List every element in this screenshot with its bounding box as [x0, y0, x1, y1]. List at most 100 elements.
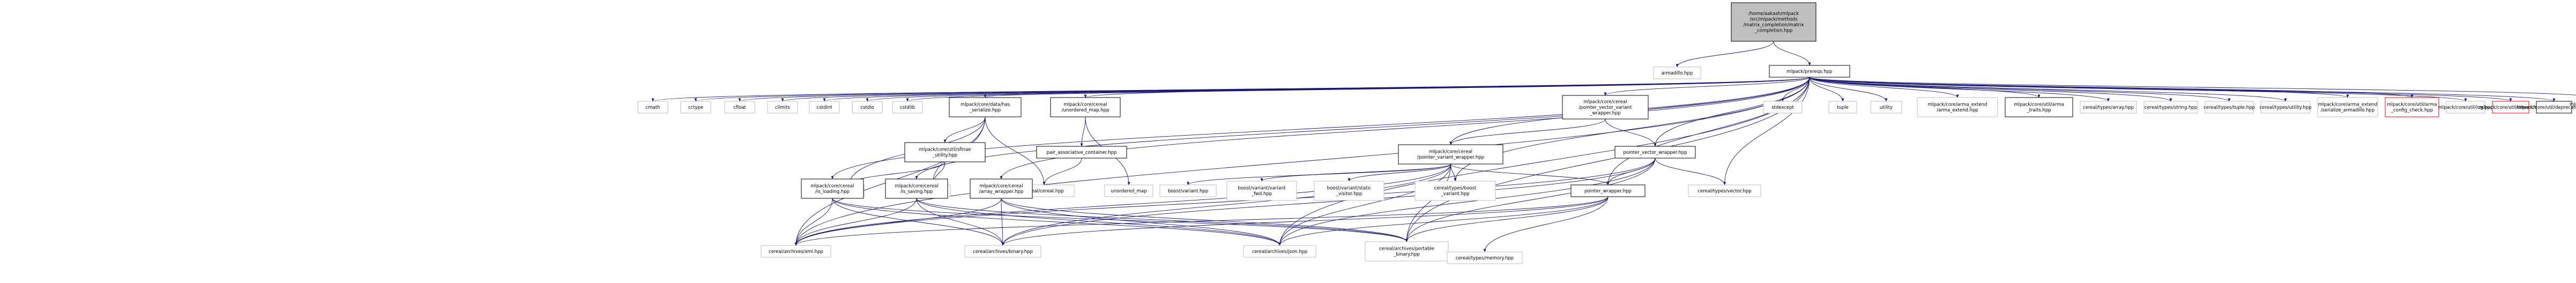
- node-ctboost[interactable]: cereal/types/boost_variant.hpp: [1414, 181, 1496, 201]
- node-ctvector[interactable]: cereal/types/vector.hpp: [1688, 184, 1761, 197]
- edge-prereqs-to-armacfg: [1809, 77, 2414, 98]
- node-armatraits[interactable]: mlpack/core/util/arma_traits.hpp: [2005, 97, 2073, 117]
- edge-prereqs-to-umap: [1084, 77, 1810, 98]
- node-label-line: /serialize_armadillo.hpp: [2321, 108, 2375, 113]
- node-cmath[interactable]: cmath: [637, 101, 668, 114]
- node-ajson[interactable]: cereal/archives/json.hpp: [1243, 245, 1316, 258]
- edge-prereqs-to-sizechecks: [1809, 77, 2576, 95]
- node-label-line: cereal/types/vector.hpp: [1698, 189, 1751, 194]
- node-pwrapper[interactable]: pointer_wrapper.hpp: [1570, 184, 1646, 197]
- node-box: [2536, 101, 2572, 114]
- node-ctmemory[interactable]: cereal/types/memory.hpp: [1447, 251, 1523, 264]
- node-box: [885, 178, 948, 199]
- node-label-line: mlpack/core/util/arma: [2387, 102, 2437, 108]
- node-label-line: cereal/archives/portable: [1379, 247, 1434, 252]
- node-label-line: cereal/archives/json.hpp: [1252, 249, 1308, 255]
- node-label-line: cstdio: [860, 105, 874, 110]
- edge-pvecwrap-to-aportable: [1405, 158, 1656, 242]
- node-box: [680, 101, 711, 114]
- node-bvarianthet[interactable]: boost/variant/variant_fwd.hpp: [1226, 181, 1297, 201]
- edge-umap-to-pairassoc: [1080, 116, 1086, 147]
- node-box: [2492, 101, 2529, 114]
- node-ctutility[interactable]: cereal/types/utility.hpp: [2260, 101, 2312, 114]
- node-armadillo[interactable]: armadillo.hpp: [1653, 66, 1701, 79]
- node-label-line: /arma_extend.hpp: [1937, 108, 1978, 113]
- node-box: [2005, 97, 2073, 117]
- edge-prereqs-to-armaext: [1809, 77, 1959, 98]
- node-box: [1414, 181, 1496, 201]
- node-cstdint[interactable]: cstdint: [809, 101, 840, 114]
- node-timers[interactable]: mlpack/core/util/timers.hpp: [2479, 101, 2542, 114]
- node-pvecwrap[interactable]: pointer_vector_wrapper.hpp: [1614, 146, 1696, 159]
- node-armacfg[interactable]: mlpack/core/util/arma_config_check.hpp: [2385, 97, 2439, 117]
- node-box: [1243, 245, 1316, 258]
- node-root[interactable]: /home/aakash/mlpack/src/mlpack/methods/m…: [1731, 2, 1816, 42]
- node-aportable[interactable]: cereal/archives/portable_binary.hpp: [1365, 241, 1449, 262]
- node-ctarray[interactable]: cereal/types/array.hpp: [2080, 101, 2137, 114]
- node-unorderedmap[interactable]: unordered_map: [1104, 184, 1153, 197]
- node-cttuple[interactable]: cereal/types/tuple.hpp: [2203, 101, 2255, 114]
- edge-pvarwrap-to-pwrapper: [1450, 163, 1610, 185]
- node-ctstring[interactable]: cereal/types/string.hpp: [2143, 101, 2198, 114]
- node-sizechecks[interactable]: mlpack/core/util/size_checks.hpp: [2570, 98, 2576, 117]
- node-abinary[interactable]: cereal/archives/binary.hpp: [964, 245, 1041, 258]
- node-label-line: mlpack/core/util/arma: [2014, 102, 2064, 108]
- node-tuple[interactable]: tuple: [1828, 101, 1857, 114]
- node-axml[interactable]: cereal/archives/xml.hpp: [761, 245, 831, 258]
- node-label-line: mlpack/core/cereal: [811, 184, 854, 189]
- node-log[interactable]: mlpack/core/util/log.hpp: [2438, 101, 2493, 114]
- edge-prereqs-to-arraywrap: [1000, 77, 1810, 180]
- edge-prereqs-to-tuple: [1809, 77, 1844, 102]
- node-label-line: cfloat: [733, 105, 746, 110]
- node-pvwrapper[interactable]: mlpack/core/cereal/pointer_vector_varian…: [1562, 95, 1649, 120]
- node-box: [767, 101, 798, 114]
- dependency-nodes: /home/aakash/mlpack/src/mlpack/methods/m…: [637, 2, 2576, 264]
- node-box: [761, 245, 831, 258]
- node-sfinae[interactable]: mlpack/core/util/sfinae_utility.hpp: [904, 142, 986, 162]
- node-cctype[interactable]: cctype: [680, 101, 711, 114]
- node-label-line: climits: [775, 105, 790, 110]
- edge-hasser-to-sfinae: [943, 116, 986, 143]
- node-label-line: mlpack/core/util/deprecated.hpp: [2517, 105, 2576, 110]
- node-cstdlib[interactable]: cstdlib: [892, 101, 923, 114]
- node-hasser[interactable]: mlpack/core/data/has_serialize.hpp: [949, 97, 1022, 117]
- node-label-line: mlpack/core/util/sfinae: [919, 147, 971, 153]
- edge-prereqs-to-ctvector: [1723, 77, 1810, 185]
- node-label-line: mlpack/core/util/timers.hpp: [2479, 105, 2542, 110]
- node-climits[interactable]: climits: [767, 101, 798, 114]
- edge-prereqs-to-pwrapper: [1606, 77, 1810, 185]
- node-cstdio[interactable]: cstdio: [852, 101, 883, 114]
- node-bvariant[interactable]: boost/variant.hpp: [1159, 184, 1217, 197]
- node-label-line: utility: [1880, 105, 1893, 110]
- node-bstatic[interactable]: boost/variant/static_visitor.hpp: [1314, 181, 1384, 201]
- node-pairassoc[interactable]: pair_associative_container.hpp: [1036, 146, 1127, 159]
- node-box: [1562, 95, 1649, 120]
- node-prereqs[interactable]: mlpack/prereqs.hpp: [1769, 65, 1850, 78]
- node-box: [892, 101, 923, 114]
- node-utility[interactable]: utility: [1870, 101, 1902, 114]
- node-box: [1917, 97, 1998, 117]
- edge-pvarwrap-to-ajson: [1278, 163, 1451, 246]
- node-arraywrap[interactable]: mlpack/core/cereal/array_wrapper.hpp: [970, 178, 1033, 199]
- node-label-line: boost/variant.hpp: [1168, 189, 1208, 194]
- edge-prereqs-to-utility: [1809, 77, 1888, 102]
- node-box: [904, 142, 986, 162]
- node-issaving[interactable]: mlpack/core/cereal/is_saving.hpp: [885, 178, 948, 199]
- node-serarma[interactable]: mlpack/core/arma_extend/serialize_armadi…: [2317, 97, 2378, 117]
- edge-pvecwrap-to-ajson: [1278, 158, 1656, 246]
- node-armaext[interactable]: mlpack/core/arma_extend/arma_extend.hpp: [1917, 97, 1998, 117]
- node-deprecated[interactable]: mlpack/core/util/deprecated.hpp: [2517, 101, 2576, 114]
- node-pvarwrap[interactable]: mlpack/core/cereal/pointer_variant_wrapp…: [1398, 144, 1503, 165]
- node-label-line: _utility.hpp: [932, 153, 957, 158]
- node-stdexcept[interactable]: stdexcept: [1763, 101, 1803, 114]
- node-box: [1769, 65, 1850, 78]
- edge-pwrapper-to-ctmemory: [1483, 196, 1609, 252]
- node-isloading[interactable]: mlpack/core/cereal/is_loading.hpp: [801, 178, 864, 199]
- node-label-line: mlpack/core/data/has: [961, 102, 1010, 108]
- node-label-line: stdexcept: [1771, 105, 1794, 110]
- node-box: [2385, 97, 2439, 117]
- node-umap[interactable]: mlpack/core/cereal/unordered_map.hpp: [1050, 97, 1121, 117]
- edge-prereqs-to-ctarray: [1809, 77, 2110, 102]
- node-box: [2317, 97, 2378, 117]
- node-cfloat[interactable]: cfloat: [724, 101, 755, 114]
